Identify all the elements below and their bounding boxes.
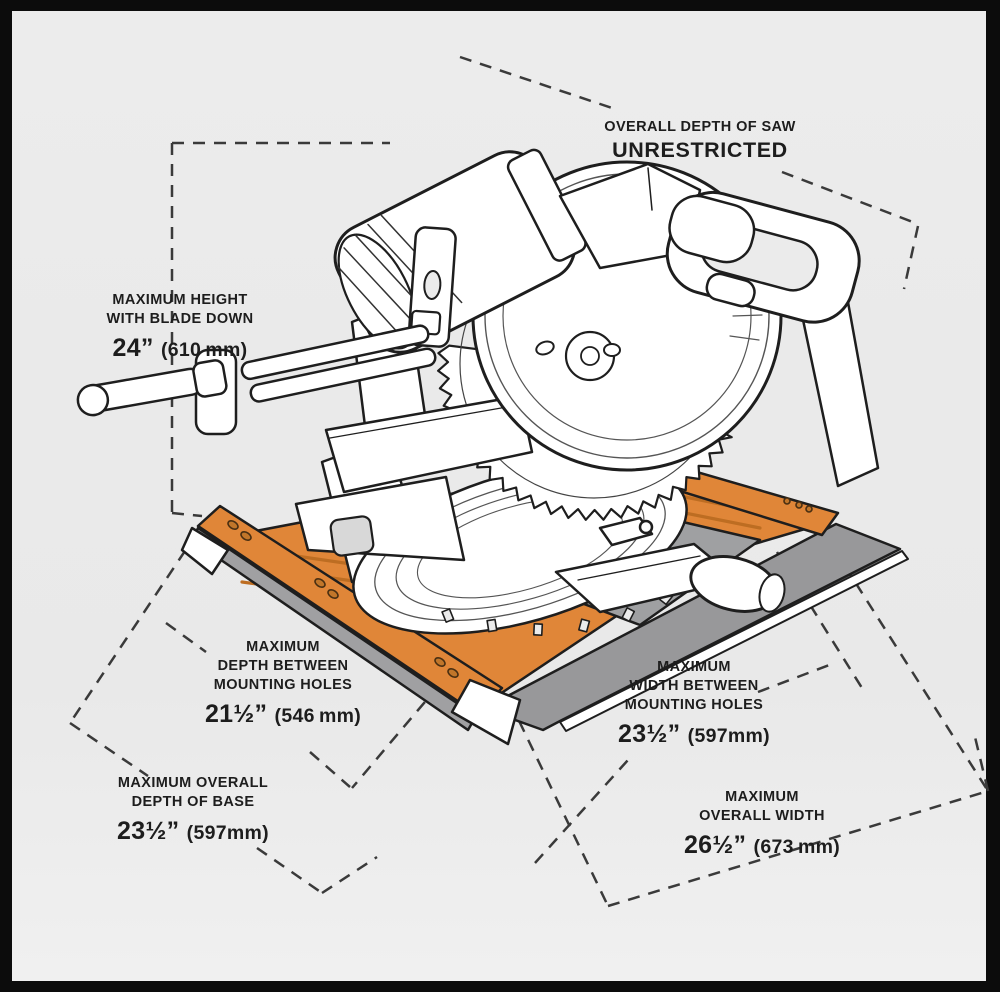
- label-max-height: MAXIMUM HEIGHT WITH BLADE DOWN 24” (610 …: [107, 291, 254, 364]
- caption-line: OVERALL WIDTH: [699, 808, 825, 824]
- caption-line: MOUNTING HOLES: [624, 697, 764, 713]
- lock-lever: [598, 516, 654, 547]
- clamp-handle: [76, 359, 228, 417]
- caption-line: DEPTH BETWEEN: [217, 658, 349, 674]
- caption-line: MAXIMUM: [657, 659, 731, 675]
- left-table-block: [294, 475, 466, 562]
- label-width-between-mounting-holes: MAXIMUM WIDTH BETWEEN MOUNTING HOLES 23½…: [618, 658, 770, 750]
- caption-line: MAXIMUM HEIGHT: [112, 292, 248, 308]
- front-foot: [450, 678, 522, 746]
- caption-line: DEPTH OF BASE: [131, 794, 255, 810]
- value: 23½” (597mm): [117, 817, 269, 845]
- caption-line: MAXIMUM: [725, 789, 799, 805]
- support-post: [407, 226, 457, 348]
- value: UNRESTRICTED: [612, 138, 788, 162]
- caption-line: WIDTH BETWEEN: [629, 678, 759, 694]
- caption-line: MAXIMUM OVERALL: [117, 775, 269, 791]
- left-foot: [180, 526, 230, 576]
- caption-line: WITH BLADE DOWN: [106, 311, 254, 327]
- caption-line: MAXIMUM: [246, 639, 320, 655]
- label-max-overall-depth-of-base: MAXIMUM OVERALL DEPTH OF BASE 23½” (597m…: [117, 774, 269, 847]
- caption: OVERALL DEPTH OF SAW: [604, 119, 796, 135]
- caption-line: MOUNTING HOLES: [213, 677, 353, 693]
- value: 24” (610 mm): [112, 334, 248, 362]
- carry-handle: [665, 190, 861, 324]
- label-depth-between-mounting-holes: MAXIMUM DEPTH BETWEEN MOUNTING HOLES 21½…: [205, 638, 361, 730]
- value: 26½” (673 mm): [683, 831, 841, 859]
- label-overall-depth-of-saw: OVERALL DEPTH OF SAW UNRESTRICTED: [604, 118, 795, 163]
- table-slot: [329, 515, 375, 557]
- label-max-overall-width: MAXIMUM OVERALL WIDTH 26½” (673 mm): [684, 788, 840, 861]
- slide-rails: [240, 324, 437, 403]
- left-fence: [324, 394, 534, 494]
- value: 23½” (597mm): [618, 720, 770, 748]
- value: 21½” (546 mm): [204, 700, 362, 728]
- base-bottom-lip: [559, 550, 909, 732]
- saw-drawing: [76, 148, 909, 746]
